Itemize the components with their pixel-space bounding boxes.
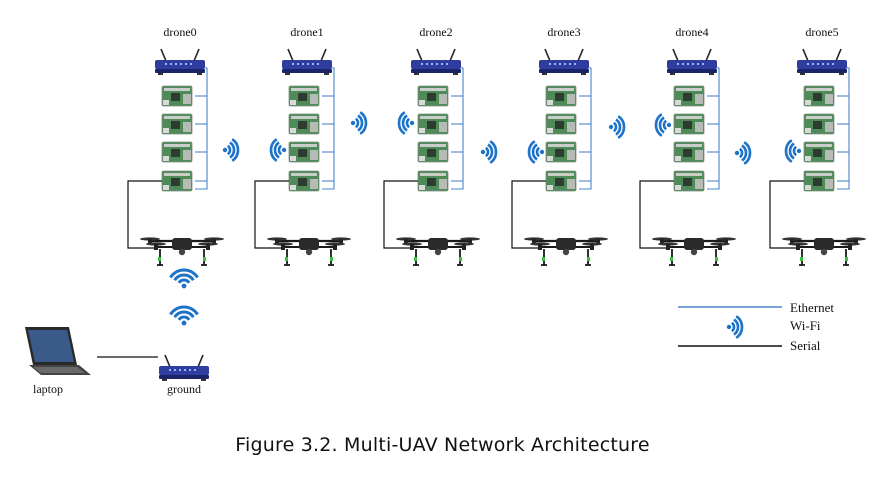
board-icon: [803, 141, 835, 163]
router-icon: [539, 48, 589, 75]
drone-icon: [782, 237, 866, 266]
serial-link: [769, 180, 804, 249]
board-icon: [803, 170, 835, 192]
ethernet-link: [579, 67, 592, 190]
board-icon: [417, 85, 449, 107]
drone-label: drone0: [163, 25, 196, 39]
board-icon: [288, 141, 320, 163]
wifi-icon: [480, 140, 498, 164]
router-icon: [282, 48, 332, 75]
serial-link: [511, 180, 546, 249]
ethernet-link: [322, 67, 335, 190]
board-icon: [161, 141, 193, 163]
drone-label: drone4: [675, 25, 708, 39]
router-icon: [411, 48, 461, 75]
board-icon: [288, 170, 320, 192]
ethernet-link: [707, 67, 720, 190]
board-icon: [545, 113, 577, 135]
laptop-label: laptop: [33, 382, 63, 396]
legend-wifi-label: Wi-Fi: [790, 318, 821, 333]
legend-serial-label: Serial: [790, 338, 821, 353]
board-icon: [161, 85, 193, 107]
wifi-icon: [169, 305, 199, 326]
drone-label: drone5: [805, 25, 838, 39]
board-icon: [161, 170, 193, 192]
board-icon: [288, 113, 320, 135]
wifi-icon: [527, 140, 545, 164]
drone-label: drone3: [547, 25, 580, 39]
board-icon: [545, 141, 577, 163]
board-icon: [161, 113, 193, 135]
board-icon: [288, 85, 320, 107]
ethernet-link: [195, 67, 208, 190]
drone-icon: [267, 237, 351, 266]
board-icon: [673, 170, 705, 192]
drone-icon: [652, 237, 736, 266]
router-icon: [155, 48, 205, 75]
wifi-icon: [654, 113, 672, 137]
wifi-icon: [397, 111, 415, 135]
board-icon: [803, 85, 835, 107]
board-icon: [673, 113, 705, 135]
wifi-icon: [350, 111, 368, 135]
figure-caption: Figure 3.2. Multi-UAV Network Architectu…: [235, 434, 650, 456]
wifi-icon: [169, 268, 199, 289]
ground-label: ground: [167, 382, 201, 396]
wifi-icon: [222, 138, 240, 162]
board-icon: [545, 170, 577, 192]
serial-link: [127, 180, 162, 249]
wifi-icon: [608, 115, 626, 139]
board-icon: [803, 113, 835, 135]
router-icon: [159, 354, 209, 381]
board-icon: [673, 85, 705, 107]
serial-link: [254, 180, 289, 249]
legend-ethernet-label: Ethernet: [790, 300, 834, 315]
board-icon: [417, 113, 449, 135]
router-icon: [797, 48, 847, 75]
drone-label: drone1: [290, 25, 323, 39]
board-icon: [545, 85, 577, 107]
board-icon: [673, 141, 705, 163]
laptop-icon: [25, 327, 91, 375]
drone-label: drone2: [419, 25, 452, 39]
router-icon: [667, 48, 717, 75]
board-icon: [417, 170, 449, 192]
serial-link: [383, 180, 418, 249]
wifi-icon: [734, 141, 752, 165]
ethernet-link: [837, 67, 850, 190]
ethernet-link: [451, 67, 464, 190]
wifi-icon: [726, 315, 744, 339]
wifi-icon: [784, 139, 802, 163]
serial-link: [639, 180, 674, 249]
drone-icon: [524, 237, 608, 266]
board-icon: [417, 141, 449, 163]
drone-icon: [396, 237, 480, 266]
drone-icon: [140, 237, 224, 266]
wifi-icon: [269, 138, 287, 162]
